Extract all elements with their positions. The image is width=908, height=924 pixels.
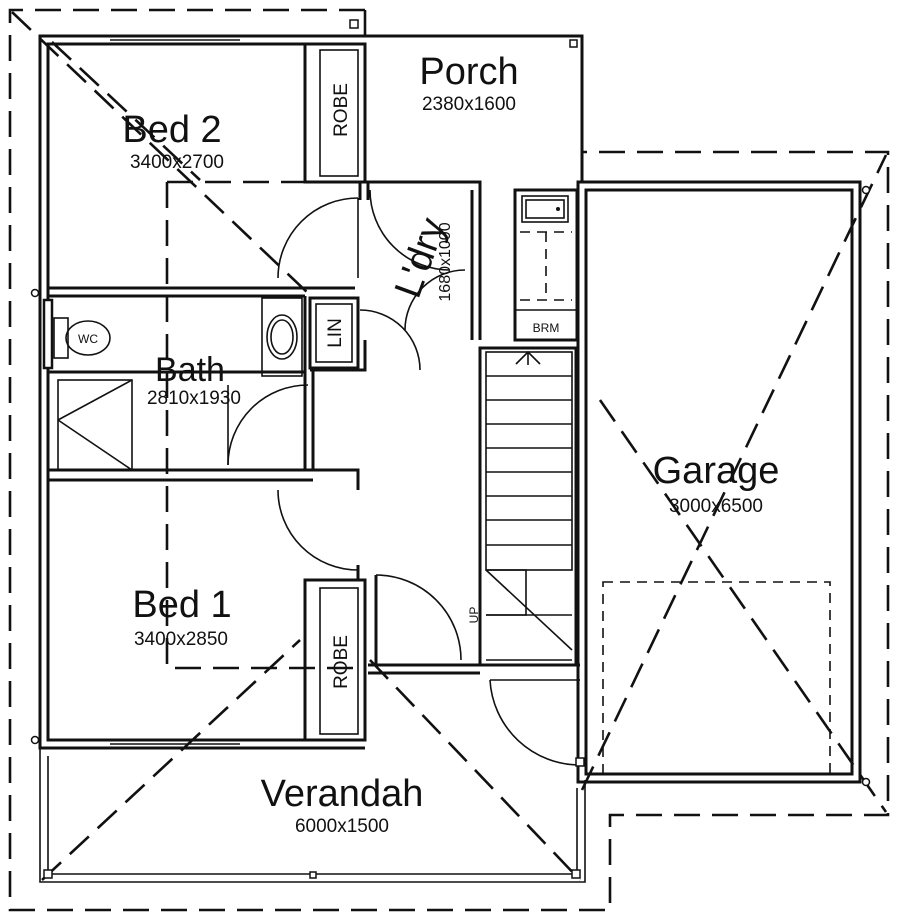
robe-label-bed2: ROBE — [331, 83, 352, 137]
roof-diagonals — [11, 11, 888, 881]
stairs — [478, 346, 578, 667]
roof-outline — [8, 8, 890, 912]
porch-dims: 2380x1600 — [422, 94, 516, 115]
bed2-name: Bed 2 — [122, 109, 221, 151]
broom-label: BRM — [533, 321, 560, 335]
stairs-up-label: UP — [467, 607, 481, 624]
bed2-dims: 3400x2700 — [130, 152, 224, 173]
bed1-dims: 3400x2850 — [134, 629, 228, 650]
robe-label-bed1: ROBE — [331, 635, 352, 689]
linen-label: LIN — [325, 318, 346, 348]
posts — [30, 19, 871, 879]
doors — [227, 189, 581, 766]
wc-label: WC — [78, 332, 98, 346]
room-labels: Bed 2 3400x2700 Porch 2380x1600 L'dry 16… — [122, 51, 779, 837]
garage-dims: 3000x6500 — [669, 496, 763, 517]
garage-name: Garage — [653, 450, 780, 492]
fixture-labels: ROBE ROBE LIN WC BRM UP — [78, 83, 559, 689]
bath-name: Bath — [155, 351, 225, 389]
verandah-name: Verandah — [261, 773, 424, 815]
bed1-name: Bed 1 — [132, 584, 231, 626]
porch-name: Porch — [419, 51, 518, 93]
bath-dims: 2810x1930 — [147, 388, 241, 409]
laundry-dims: 1680x1000 — [437, 222, 454, 301]
external-walls — [38, 34, 862, 883]
verandah-dims: 6000x1500 — [295, 816, 389, 837]
